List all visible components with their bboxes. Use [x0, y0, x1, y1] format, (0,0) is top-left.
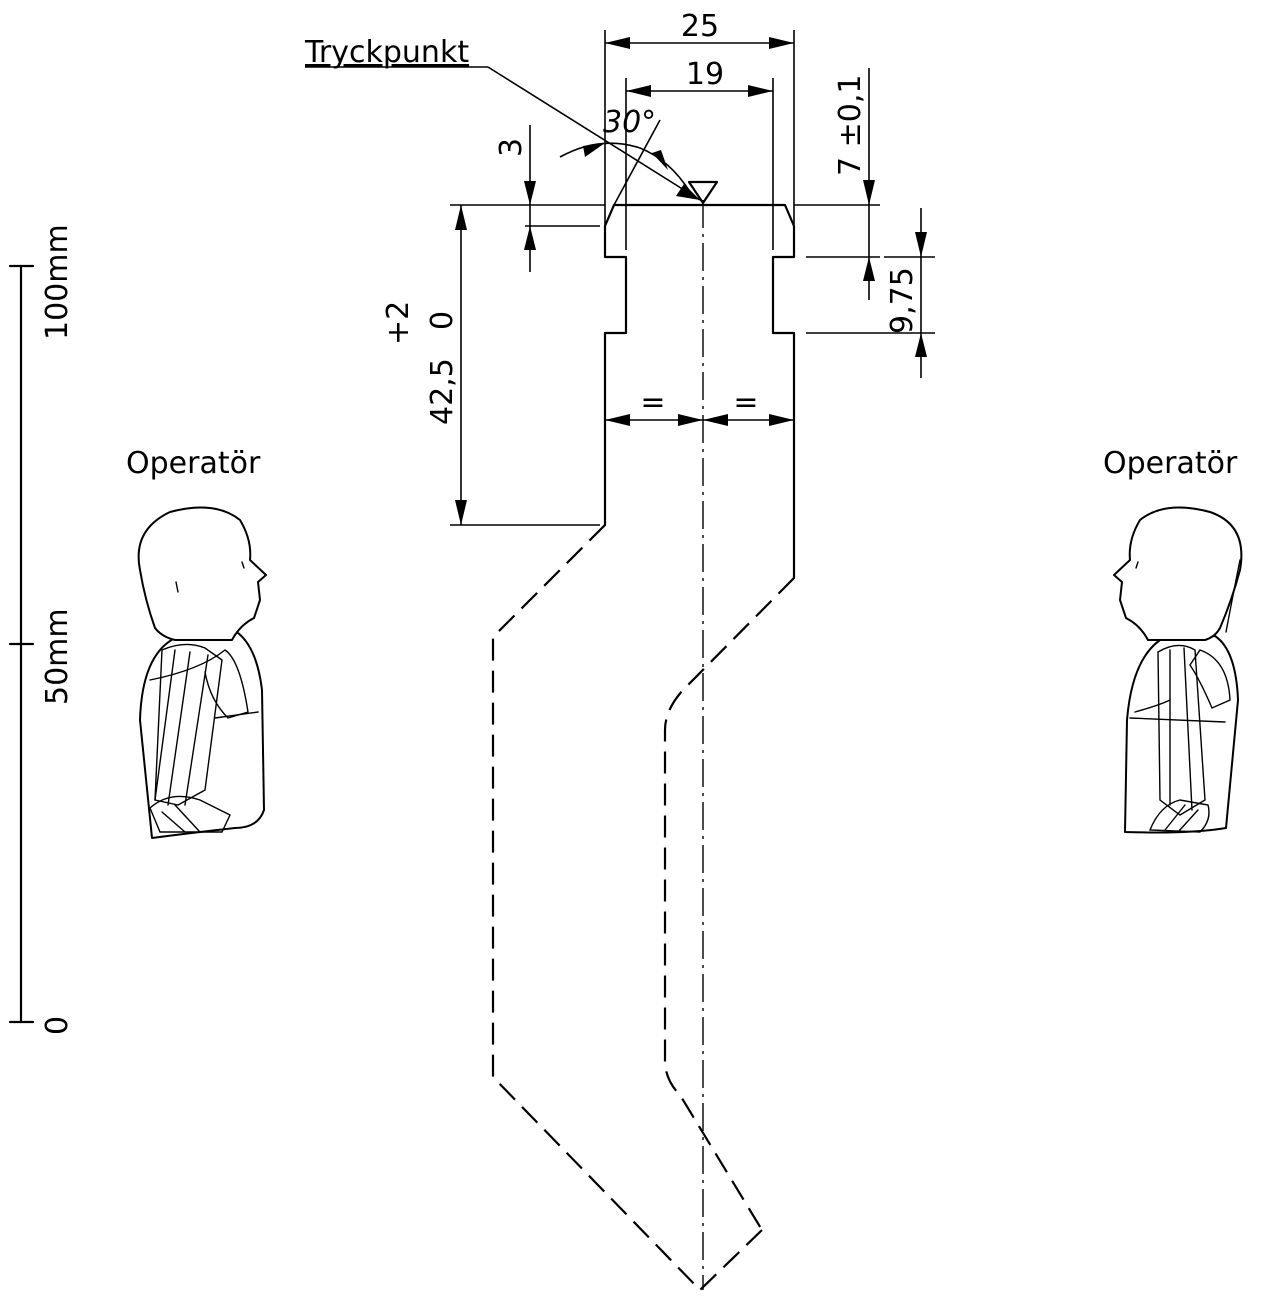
dim-chamfer-3: 3	[494, 125, 600, 272]
dim-7-text: 7 ±0,1	[833, 75, 868, 176]
dim-19-text: 19	[686, 57, 724, 92]
dim-groove-9-75: 9,75	[806, 208, 935, 378]
operator-left-figure	[137, 506, 267, 839]
dim-42-5-tol-lower: 0	[425, 311, 460, 330]
dim-25-text: 25	[681, 9, 719, 44]
dim-3-text: 3	[494, 138, 529, 157]
scale-label-100: 100mm	[40, 224, 75, 340]
operator-left-label: Operatör	[126, 446, 261, 481]
dim-equal-spacing: = =	[605, 385, 794, 426]
dim-width-25: 25	[604, 9, 795, 225]
punch-profile	[491, 180, 796, 1292]
equal-left-text: =	[640, 385, 665, 420]
operator-left: Operatör	[126, 446, 267, 839]
dim-depth-7: 7 ±0,1	[794, 68, 880, 300]
operator-right: Operatör	[1103, 446, 1243, 834]
dim-9-75-text: 9,75	[885, 267, 920, 334]
pressure-point-label: Tryckpunkt	[304, 35, 469, 70]
dim-angle-30: 30°	[559, 105, 691, 206]
scale-label-0: 0	[40, 1016, 75, 1035]
dim-42-5-tol-upper: +2	[381, 301, 416, 345]
equal-right-text: =	[733, 385, 758, 420]
scale-bar: 100mm 50mm 0	[8, 224, 75, 1035]
dim-height-42-5: 42,5 +2 0	[381, 204, 605, 526]
pressure-point-callout: Tryckpunkt	[304, 35, 701, 201]
dim-42-5-text: 42,5	[425, 358, 460, 425]
operator-right-label: Operatör	[1103, 446, 1238, 481]
dim-width-19: 19	[625, 57, 774, 250]
angle-text: 30°	[603, 105, 656, 140]
operator-right-figure	[1113, 506, 1243, 834]
scale-label-50: 50mm	[40, 608, 75, 705]
